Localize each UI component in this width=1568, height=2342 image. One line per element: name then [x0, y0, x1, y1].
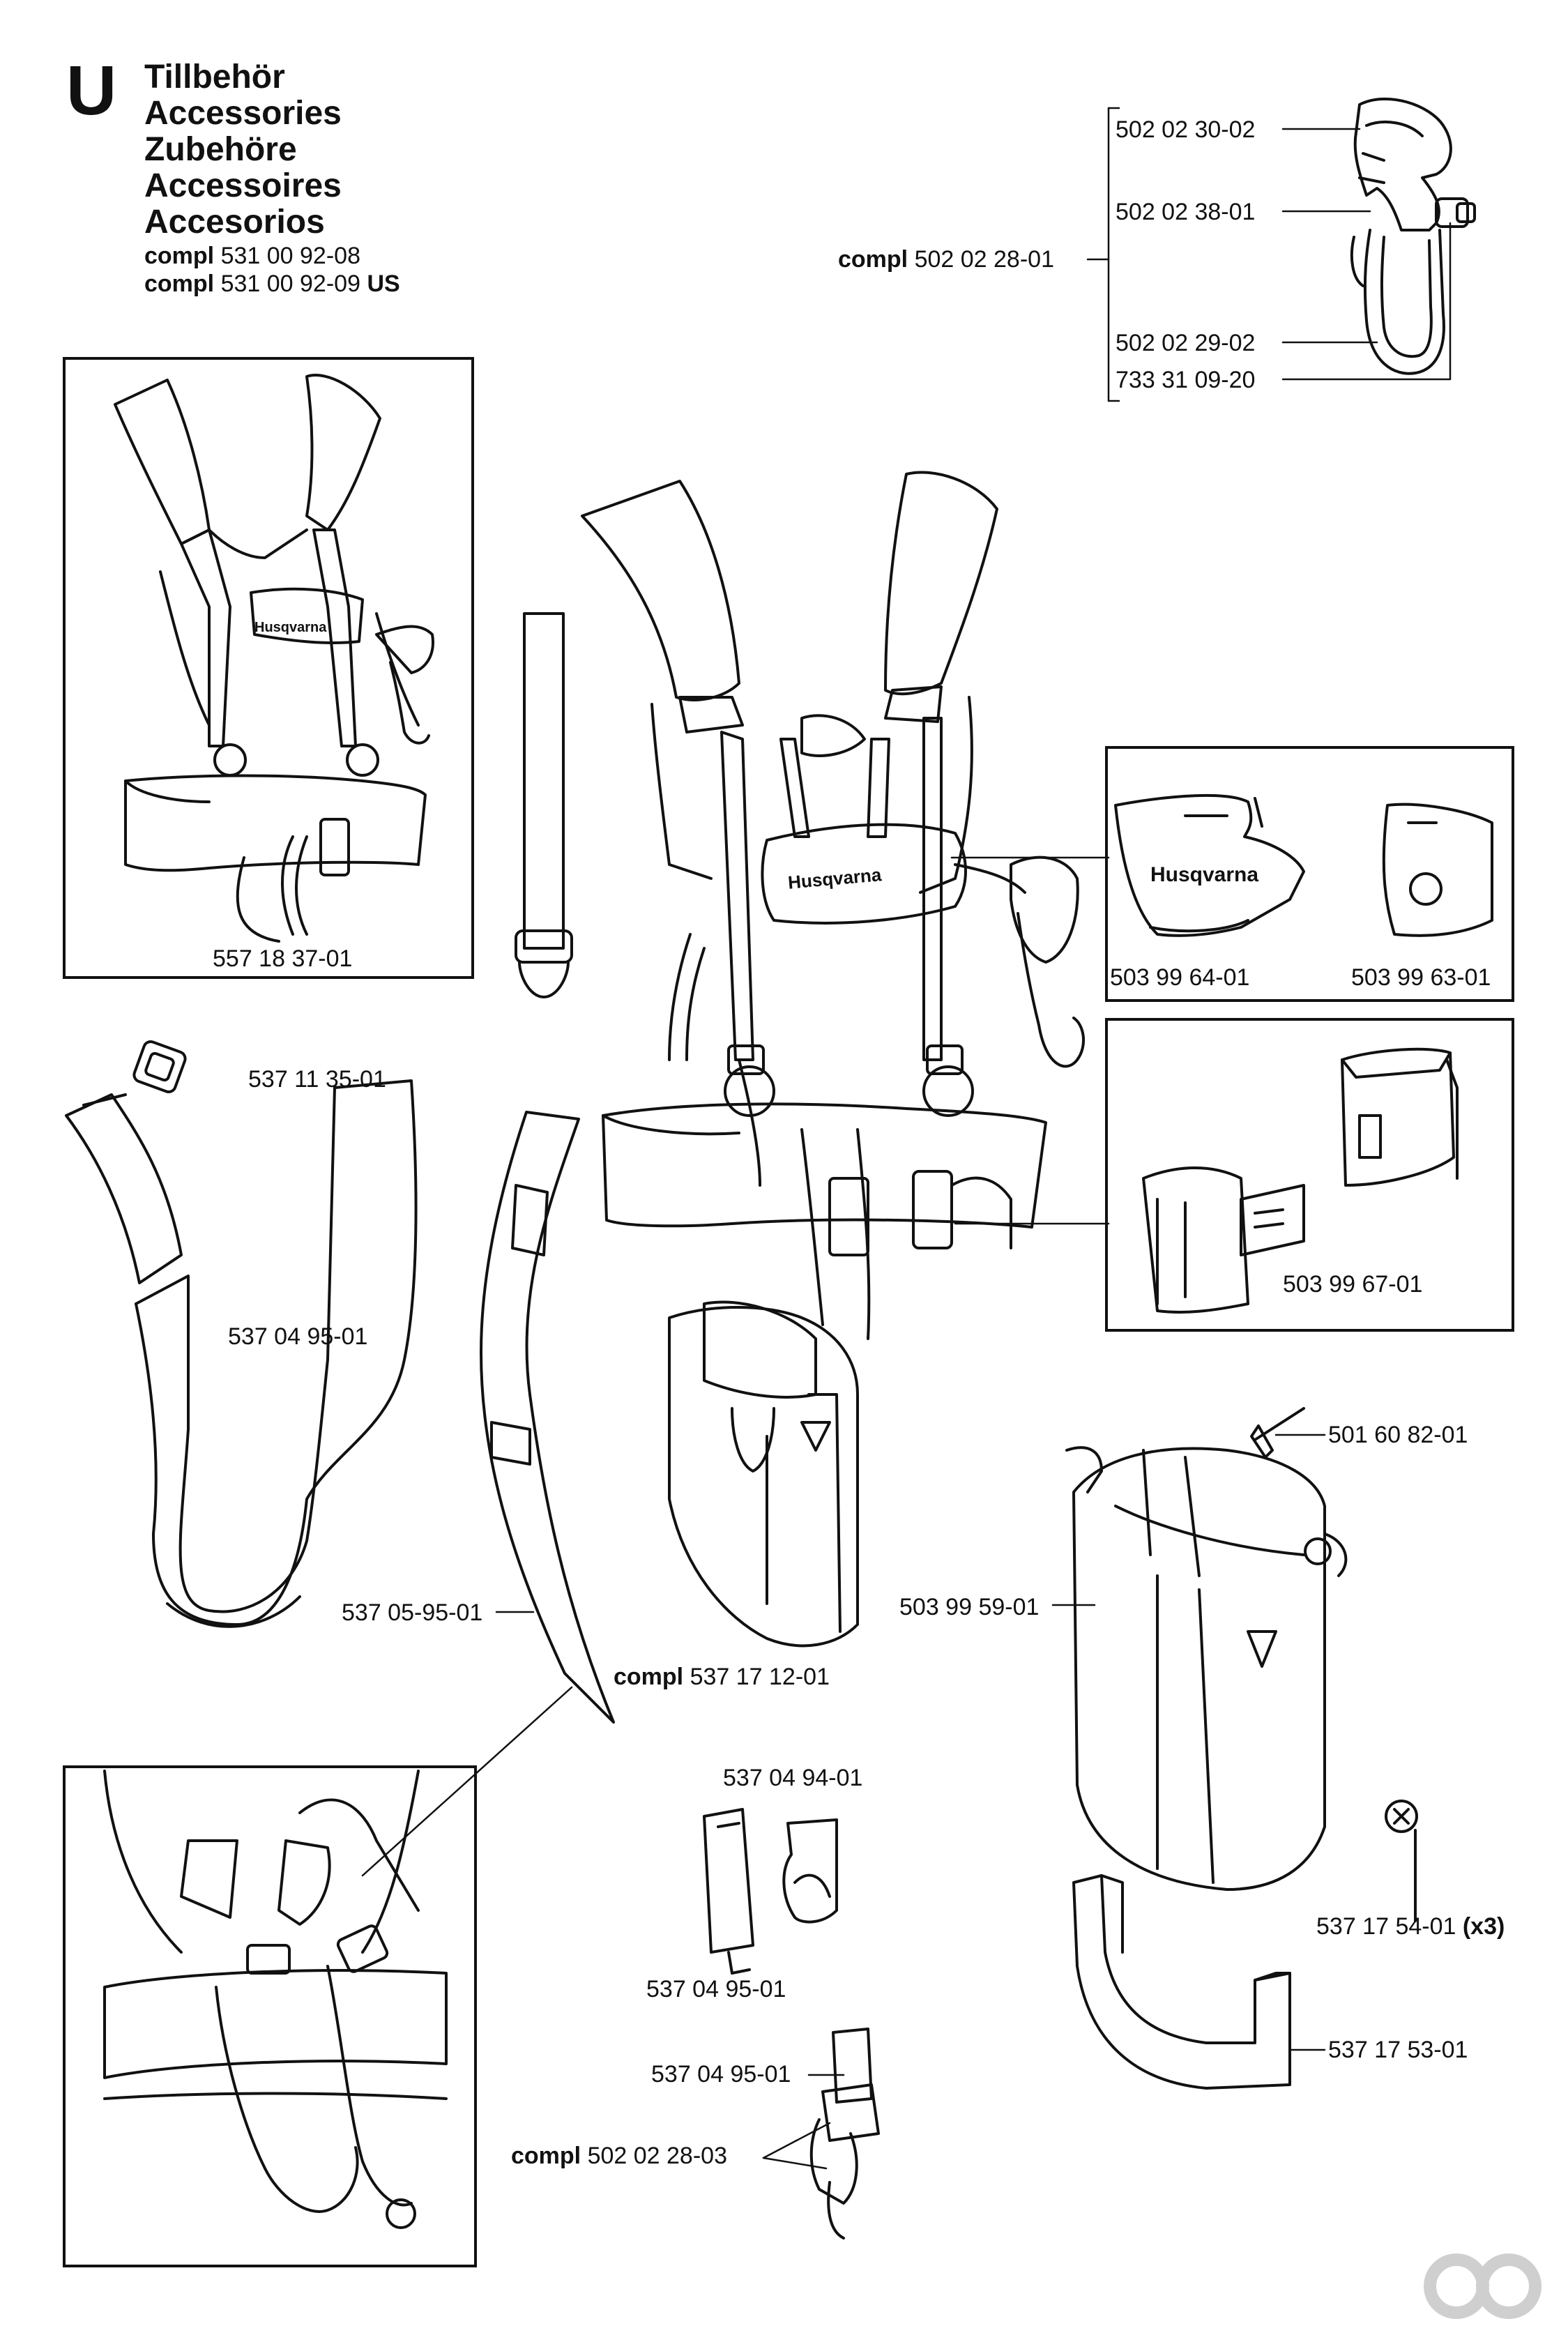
- part-label-compl: compl 537 17 12-01: [614, 1663, 830, 1691]
- kit-2-suffix: US: [367, 271, 400, 297]
- part-label: 501 60 82-01: [1328, 1422, 1468, 1448]
- compl-word: compl: [838, 246, 908, 273]
- title-spanish: Accesorios: [144, 204, 325, 241]
- compl-word: compl: [144, 243, 215, 269]
- part-label-compl: compl 502 02 28-01: [838, 245, 1054, 273]
- part-label: 557 18 37-01: [213, 945, 353, 972]
- part-label: 537 17 53-01: [1328, 2037, 1468, 2063]
- part-label: 537 04 95-01: [651, 2061, 791, 2088]
- inset-box-harness: [63, 357, 474, 979]
- part-label: 537 05-95-01: [342, 1599, 483, 1626]
- part-label-compl: compl 502 02 28-03: [511, 2142, 727, 2170]
- long-strap-drawing: [515, 612, 573, 998]
- u-bracket-drawing: [1072, 1874, 1291, 2090]
- part-label: 503 99 59-01: [899, 1594, 1040, 1620]
- compl-word: compl: [614, 1664, 684, 1690]
- part-number: 537 17 12-01: [690, 1664, 830, 1690]
- hip-strap-drawing: [480, 1111, 615, 1724]
- rivet-drawing: [1250, 1407, 1305, 1459]
- brand-text-inset: Husqvarna: [1150, 863, 1259, 886]
- part-label: 537 04 94-01: [723, 1765, 863, 1791]
- part-number: 502 02 28-03: [587, 2143, 727, 2169]
- compl-word: compl: [511, 2143, 581, 2169]
- part-label: 537 04 95-01: [228, 1323, 368, 1350]
- brand-text-thumbnail: Husqvarna: [254, 620, 327, 635]
- kit-1-line: compl 531 00 92-08: [144, 242, 360, 270]
- part-label: 502 02 30-02: [1116, 116, 1256, 143]
- quantity: (x3): [1462, 1913, 1505, 1940]
- leader-hip-to-box: [361, 1686, 573, 1877]
- part-label: 502 02 38-01: [1116, 199, 1256, 225]
- chest-plate-parts-drawing: [1114, 793, 1493, 937]
- inset-box-buckle: [1105, 1018, 1514, 1332]
- part-label: 502 02 29-02: [1116, 330, 1256, 356]
- title-german: Zubehöre: [144, 131, 297, 168]
- part-label: 503 99 63-01: [1351, 964, 1491, 991]
- inset-box-chest-plate: [1105, 746, 1514, 1002]
- part-label: 503 99 64-01: [1110, 964, 1250, 991]
- part-label: 537 11 35-01: [248, 1066, 386, 1093]
- part-label: 733 31 09-20: [1116, 367, 1256, 393]
- leader-small-hook-1: [762, 2122, 831, 2159]
- tool-holder-drawing: [1065, 1446, 1348, 1891]
- screw-drawing: [1385, 1800, 1418, 1922]
- part-number: 502 02 28-01: [914, 246, 1054, 273]
- kit-2-number: 531 00 92-09: [220, 271, 360, 297]
- kit-2-line: compl 531 00 92-09 US: [144, 270, 400, 298]
- part-label-qty: 537 17 54-01 (x3): [1316, 1913, 1505, 1940]
- title-english: Accessories: [144, 95, 342, 132]
- part-label: 537 04 95-01: [646, 1976, 786, 2002]
- waist-buckle-drawing: [1142, 1047, 1459, 1314]
- title-french: Accessoires: [144, 167, 342, 204]
- hook-parts-drawing: [703, 1808, 838, 1975]
- section-letter: U: [66, 52, 117, 130]
- leader-lines-hook: [1086, 107, 1452, 402]
- kit-1-number: 531 00 92-08: [220, 243, 360, 269]
- small-hook-drawing: [809, 2028, 880, 2240]
- harness-hook-assembly-drawing: [1350, 98, 1476, 375]
- part-number: 537 17 54-01: [1316, 1913, 1456, 1940]
- main-harness-drawing: [581, 471, 1086, 1648]
- compl-word: compl: [144, 271, 215, 297]
- harness-thumbnail-drawing: [114, 374, 434, 943]
- watermark-logo: [1424, 2253, 1542, 2319]
- inset-box-closeup: [63, 1765, 477, 2267]
- shoulder-strap-drawing: [65, 1040, 418, 1628]
- leader-small-hook-2: [762, 2157, 828, 2170]
- part-label: 503 99 67-01: [1283, 1271, 1423, 1298]
- harness-closeup-drawing: [103, 1770, 448, 2229]
- title-swedish: Tillbehör: [144, 59, 285, 96]
